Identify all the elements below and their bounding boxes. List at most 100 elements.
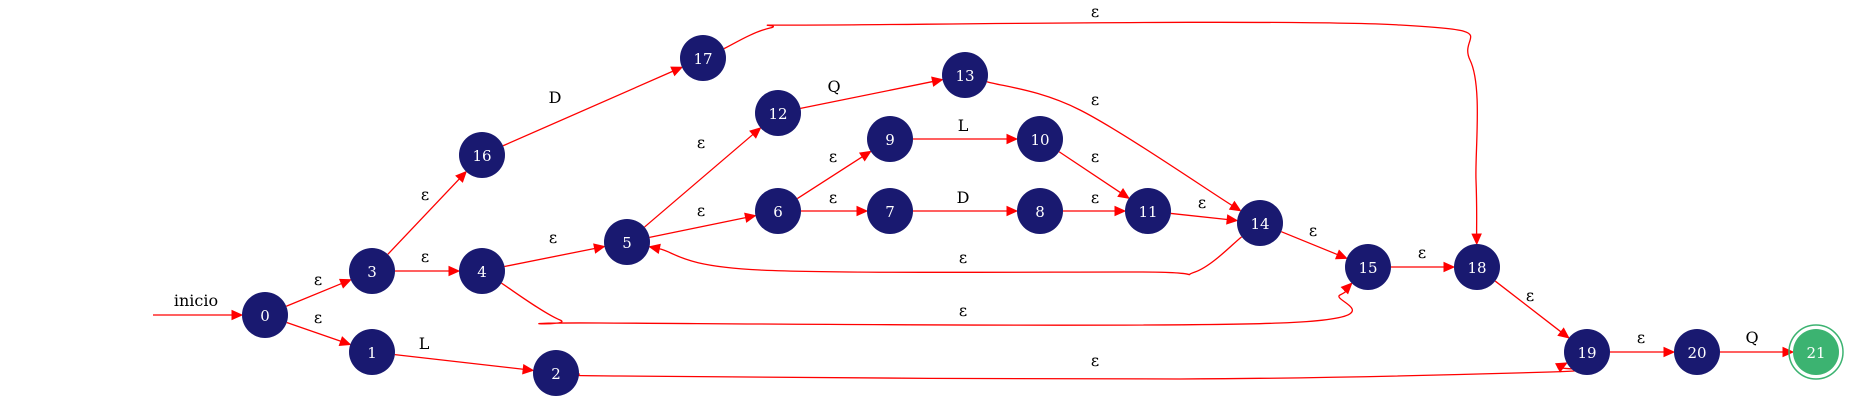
edge-label-12-13: Q	[827, 77, 840, 96]
edge-line	[1058, 151, 1121, 194]
edge-label-18-19: ε	[1526, 286, 1534, 305]
arrowhead	[1663, 346, 1676, 358]
edge-line	[563, 367, 1581, 380]
edge-line	[286, 321, 342, 342]
arrowhead	[1006, 205, 1019, 217]
state-circle	[459, 132, 505, 178]
edge-14-15	[1281, 231, 1348, 260]
accept-ring	[1788, 324, 1844, 380]
state-18: 18	[1454, 244, 1500, 290]
state-label: 21	[1806, 344, 1825, 362]
edge-label-17-18: ε	[1091, 2, 1099, 21]
edge-label-1-2: L	[419, 334, 430, 353]
edge-label-11-14: ε	[1198, 193, 1206, 212]
arrowhead	[1555, 362, 1568, 373]
edge-label-7-8: D	[957, 188, 970, 207]
arrowhead	[1557, 327, 1570, 339]
state-circle	[1345, 244, 1391, 290]
edge-label-3-16: ε	[421, 185, 429, 204]
edge-6-9	[796, 150, 872, 200]
state-circle	[1017, 116, 1063, 162]
state-label: 4	[477, 263, 487, 281]
state-circle	[755, 188, 801, 234]
edge-label-20-21: Q	[1745, 328, 1758, 347]
state-circle	[533, 350, 579, 396]
arrowhead	[1228, 200, 1242, 212]
edge-line	[394, 353, 524, 370]
edge-label-14-15: ε	[1309, 221, 1317, 240]
edge-label-0-3: ε	[314, 270, 322, 289]
edge-label-14-5: ε	[959, 248, 967, 267]
state-circle	[604, 219, 650, 265]
edge-line	[986, 81, 1233, 207]
arrowhead	[1443, 261, 1456, 273]
edge-14-5	[648, 236, 1243, 276]
state-circle	[349, 329, 395, 375]
state-19: 19	[1564, 329, 1610, 375]
arrowhead	[1226, 214, 1239, 225]
edge-5-6	[649, 212, 757, 239]
state-label: 8	[1035, 203, 1045, 221]
edge-8-11	[1063, 205, 1127, 217]
edge-20-21	[1720, 346, 1795, 358]
edge-9-10	[913, 133, 1019, 145]
edge-line	[1494, 280, 1562, 333]
edge-label-5-12: ε	[697, 133, 705, 152]
edge-1-2	[394, 353, 535, 375]
state-label: 9	[885, 131, 895, 149]
state-7: 7	[867, 188, 913, 234]
edge-15-18	[1391, 261, 1456, 273]
edge-6-7	[801, 205, 869, 217]
state-circle	[680, 35, 726, 81]
edge-4-5	[504, 243, 606, 268]
state-15: 15	[1345, 244, 1391, 290]
edge-label-13-14: ε	[1091, 90, 1099, 109]
edge-label-16-17: D	[549, 88, 562, 107]
edge-line	[504, 247, 595, 268]
edge-12-13	[800, 76, 944, 110]
state-circle	[1237, 200, 1283, 246]
edge-label-6-7: ε	[829, 188, 837, 207]
state-circle	[1125, 188, 1171, 234]
arrowhead	[1117, 188, 1130, 199]
state-label: 3	[367, 263, 377, 281]
state-16: 16	[459, 132, 505, 178]
edge-11-14	[1170, 212, 1239, 225]
edge-label-8-11: ε	[1091, 188, 1099, 207]
state-circle	[867, 116, 913, 162]
state-12: 12	[755, 90, 801, 136]
state-circle	[867, 188, 913, 234]
edge-4-15	[501, 282, 1354, 326]
edge-label-9-10: L	[958, 116, 969, 135]
state-label: 18	[1467, 259, 1486, 277]
arrowhead	[858, 150, 872, 162]
edge-label-2-19: ε	[1091, 351, 1099, 370]
state-label: 7	[885, 203, 895, 221]
state-5: 5	[604, 219, 650, 265]
state-20: 20	[1674, 329, 1720, 375]
arrowhead	[1340, 282, 1353, 295]
edge-line	[1281, 231, 1338, 256]
edge-3-4	[395, 265, 461, 277]
edge-0-3	[286, 278, 352, 307]
arrowhead	[744, 212, 757, 223]
edge-start-0	[153, 309, 244, 321]
edge-label-4-15: ε	[959, 301, 967, 320]
arrowhead	[1334, 249, 1348, 260]
state-circle	[1793, 329, 1839, 375]
edge-label-0-1: ε	[314, 308, 322, 327]
edge-line	[501, 282, 1354, 326]
edge-17-18	[723, 21, 1482, 246]
edges	[153, 21, 1795, 380]
edge-label-10-11: ε	[1091, 147, 1099, 166]
state-label: 12	[768, 105, 787, 123]
state-17: 17	[680, 35, 726, 81]
state-9: 9	[867, 116, 913, 162]
state-label: 0	[260, 307, 270, 325]
edge-0-1	[286, 321, 352, 347]
state-label: 2	[551, 365, 561, 383]
state-1: 1	[349, 329, 395, 375]
